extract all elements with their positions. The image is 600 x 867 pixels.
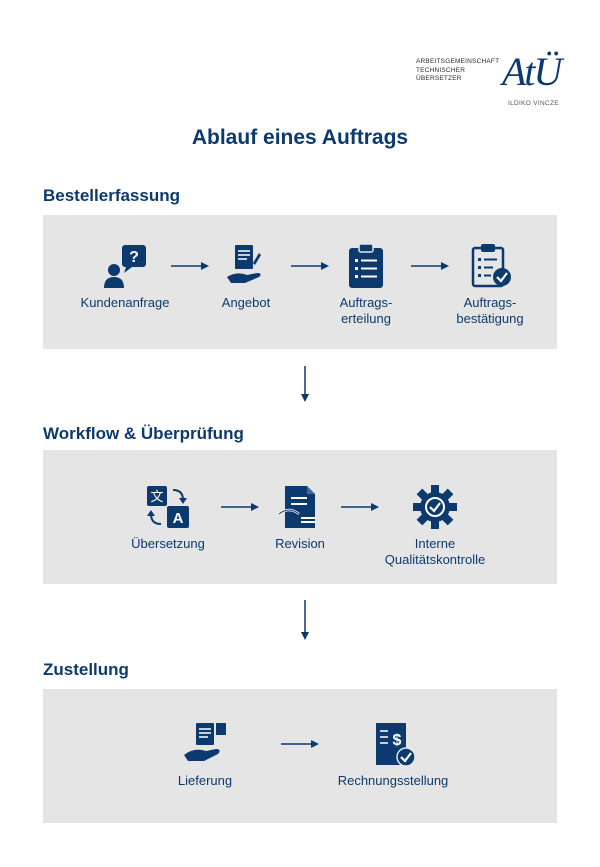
arrow-right-icon <box>281 740 319 748</box>
document-revision-icon <box>278 486 315 528</box>
svg-text:?: ? <box>129 249 139 266</box>
section-title-bestellerfassung: Bestellerfassung <box>43 186 180 205</box>
step-label: Interne Qualitätskontrolle <box>384 536 486 567</box>
panel-zustellung: Lieferung $ Rechnungsstellung <box>43 689 557 823</box>
step-label: Rechnungsstellung <box>337 773 449 788</box>
arrow-right-icon <box>221 503 259 511</box>
logo-mark: AtÜ <box>502 49 562 94</box>
arrow-right-icon <box>341 503 379 511</box>
logo-line-1: ARBEITSGEMEINSCHAFT <box>416 58 500 65</box>
step-auftragserteilung: Auftrags- erteilung <box>311 243 421 327</box>
svg-text:文: 文 <box>150 490 163 505</box>
step-revision: Revision <box>255 484 345 552</box>
gear-check-icon <box>413 485 457 529</box>
step-label: Auftrags- bestätigung <box>456 295 524 326</box>
hand-document-icon <box>227 245 261 283</box>
section-title-zustellung: Zustellung <box>43 660 129 679</box>
page-title: Ablauf eines Auftrags <box>191 126 409 149</box>
atue-logo: ARBEITSGEMEINSCHAFT TECHNISCHER ÜBERSETZ… <box>416 52 566 110</box>
step-label: Auftrags- erteilung <box>339 295 393 326</box>
step-label: Kundenanfrage <box>80 295 170 310</box>
step-label: Lieferung <box>177 773 233 788</box>
step-kundenanfrage: ? Kundenanfrage <box>63 243 187 311</box>
hand-delivery-icon <box>184 723 226 761</box>
panel-workflow: 文 A Übersetzung Revision <box>43 450 557 584</box>
clipboard-list-icon <box>349 243 383 288</box>
step-rechnungsstellung: $ Rechnungsstellung <box>323 721 463 789</box>
svg-text:$: $ <box>393 732 402 749</box>
translate-icon: 文 A <box>147 486 189 528</box>
section-title-workflow: Workflow & Überprüfung <box>43 424 244 443</box>
person-question-icon: ? <box>104 245 146 288</box>
step-label: Revision <box>275 536 325 551</box>
logo-subtitle: ILDIKO VINCZE <box>508 100 559 107</box>
arrow-down-icon <box>301 366 309 402</box>
arrow-right-icon <box>411 262 449 270</box>
step-auftragsbestaetigung: Auftrags- bestätigung <box>431 243 549 327</box>
step-label: Angebot <box>221 295 271 310</box>
arrow-right-icon <box>171 262 209 270</box>
panel-bestellerfassung: ? Kundenanfrage Angebot Auftrags- erteil… <box>43 215 557 349</box>
logo-line-2: TECHNISCHER <box>416 66 466 74</box>
invoice-check-icon: $ <box>376 723 416 767</box>
clipboard-check-icon <box>471 244 511 288</box>
logo-line-3: ÜBERSETZER <box>416 75 462 82</box>
step-angebot: Angebot <box>191 243 301 311</box>
arrow-right-icon <box>291 262 329 270</box>
step-uebersetzung: 文 A Übersetzung <box>115 484 221 552</box>
arrow-down-icon <box>301 600 309 640</box>
logo-text: ARBEITSGEMEINSCHAFT TECHNISCHER ÜBERSETZ… <box>416 58 499 84</box>
step-label: Übersetzung <box>131 536 205 551</box>
step-qualitaetskontrolle: Interne Qualitätskontrolle <box>363 484 507 568</box>
svg-text:A: A <box>173 510 184 527</box>
step-lieferung: Lieferung <box>155 721 255 789</box>
